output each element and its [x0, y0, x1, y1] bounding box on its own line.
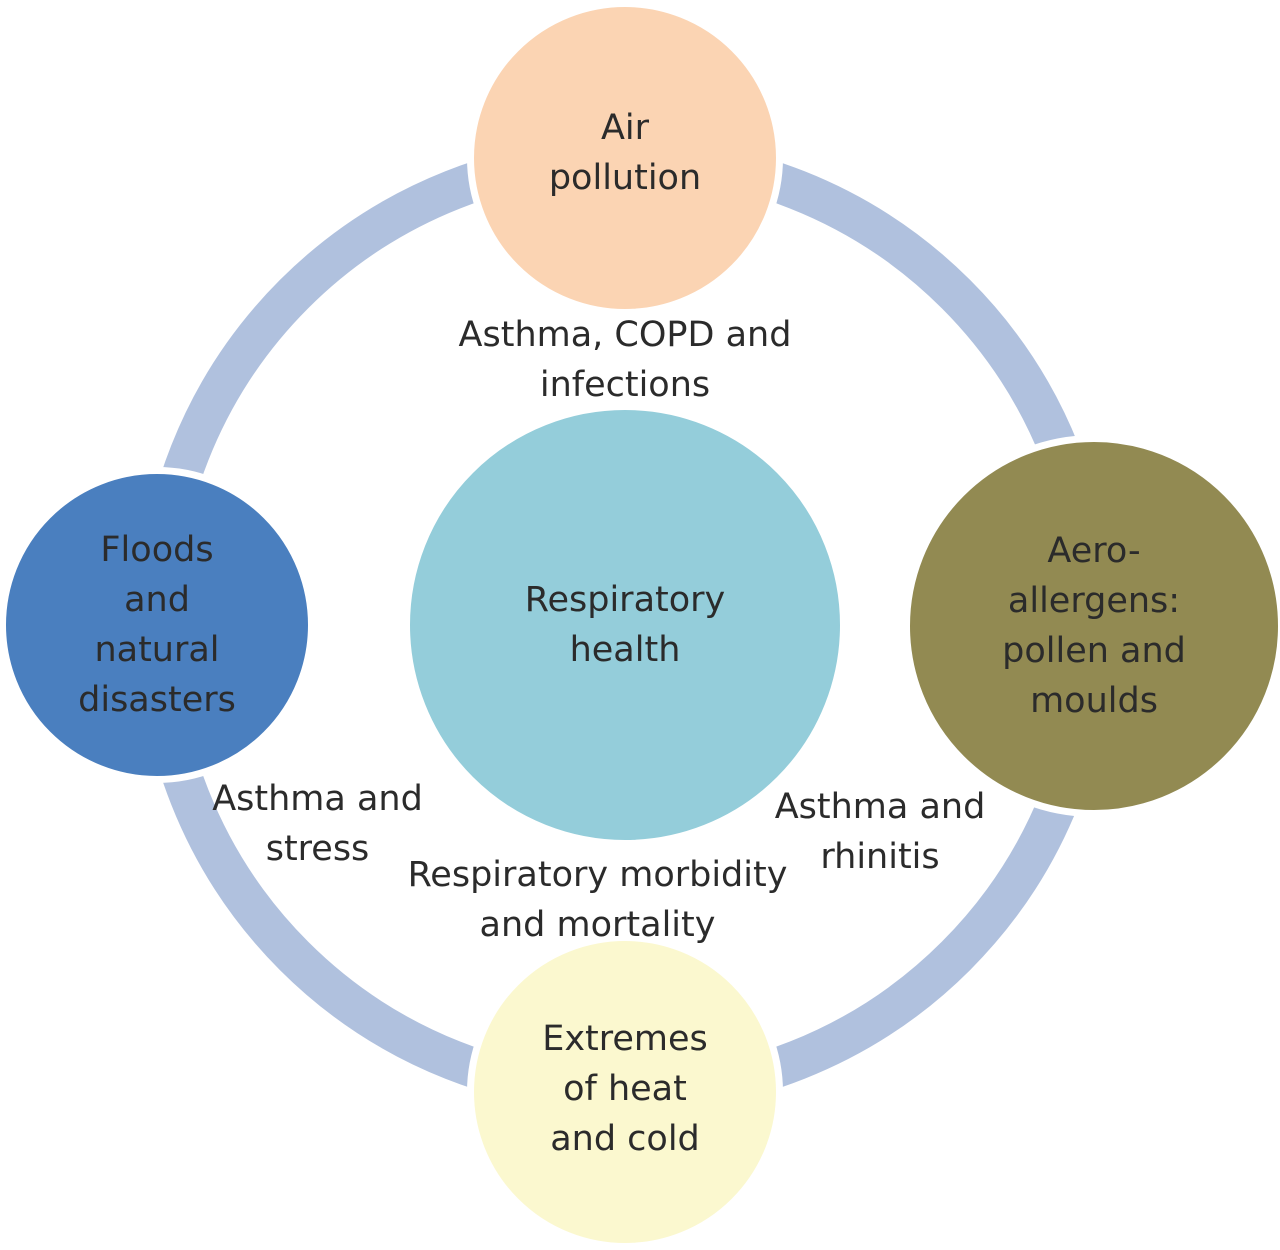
node-label: Aero- allergens: pollen and moulds: [1002, 531, 1186, 721]
node-air-pollution: Air pollution: [467, 0, 783, 316]
node-aeroallergens: Aero- allergens: pollen and moulds: [903, 435, 1280, 817]
node-floods-disasters: Floods and natural disasters: [0, 467, 315, 783]
effect-top: Asthma, COPD and infections: [458, 315, 792, 405]
center-label: Respiratory health: [524, 580, 726, 670]
effect-right: Asthma and rhinitis: [774, 787, 986, 877]
node-extremes-heat-cold: Extremes of heat and cold: [467, 934, 783, 1250]
node-label: Air pollution: [548, 108, 702, 198]
effect-left: Asthma and stress: [212, 779, 423, 869]
effect-bottom: Respiratory morbidity and mortality: [407, 855, 788, 945]
node-label: Floods and natural disasters: [78, 530, 236, 720]
node-label: Extremes of heat and cold: [542, 1019, 708, 1159]
center-node-respiratory-health: Respiratory health: [403, 403, 847, 847]
